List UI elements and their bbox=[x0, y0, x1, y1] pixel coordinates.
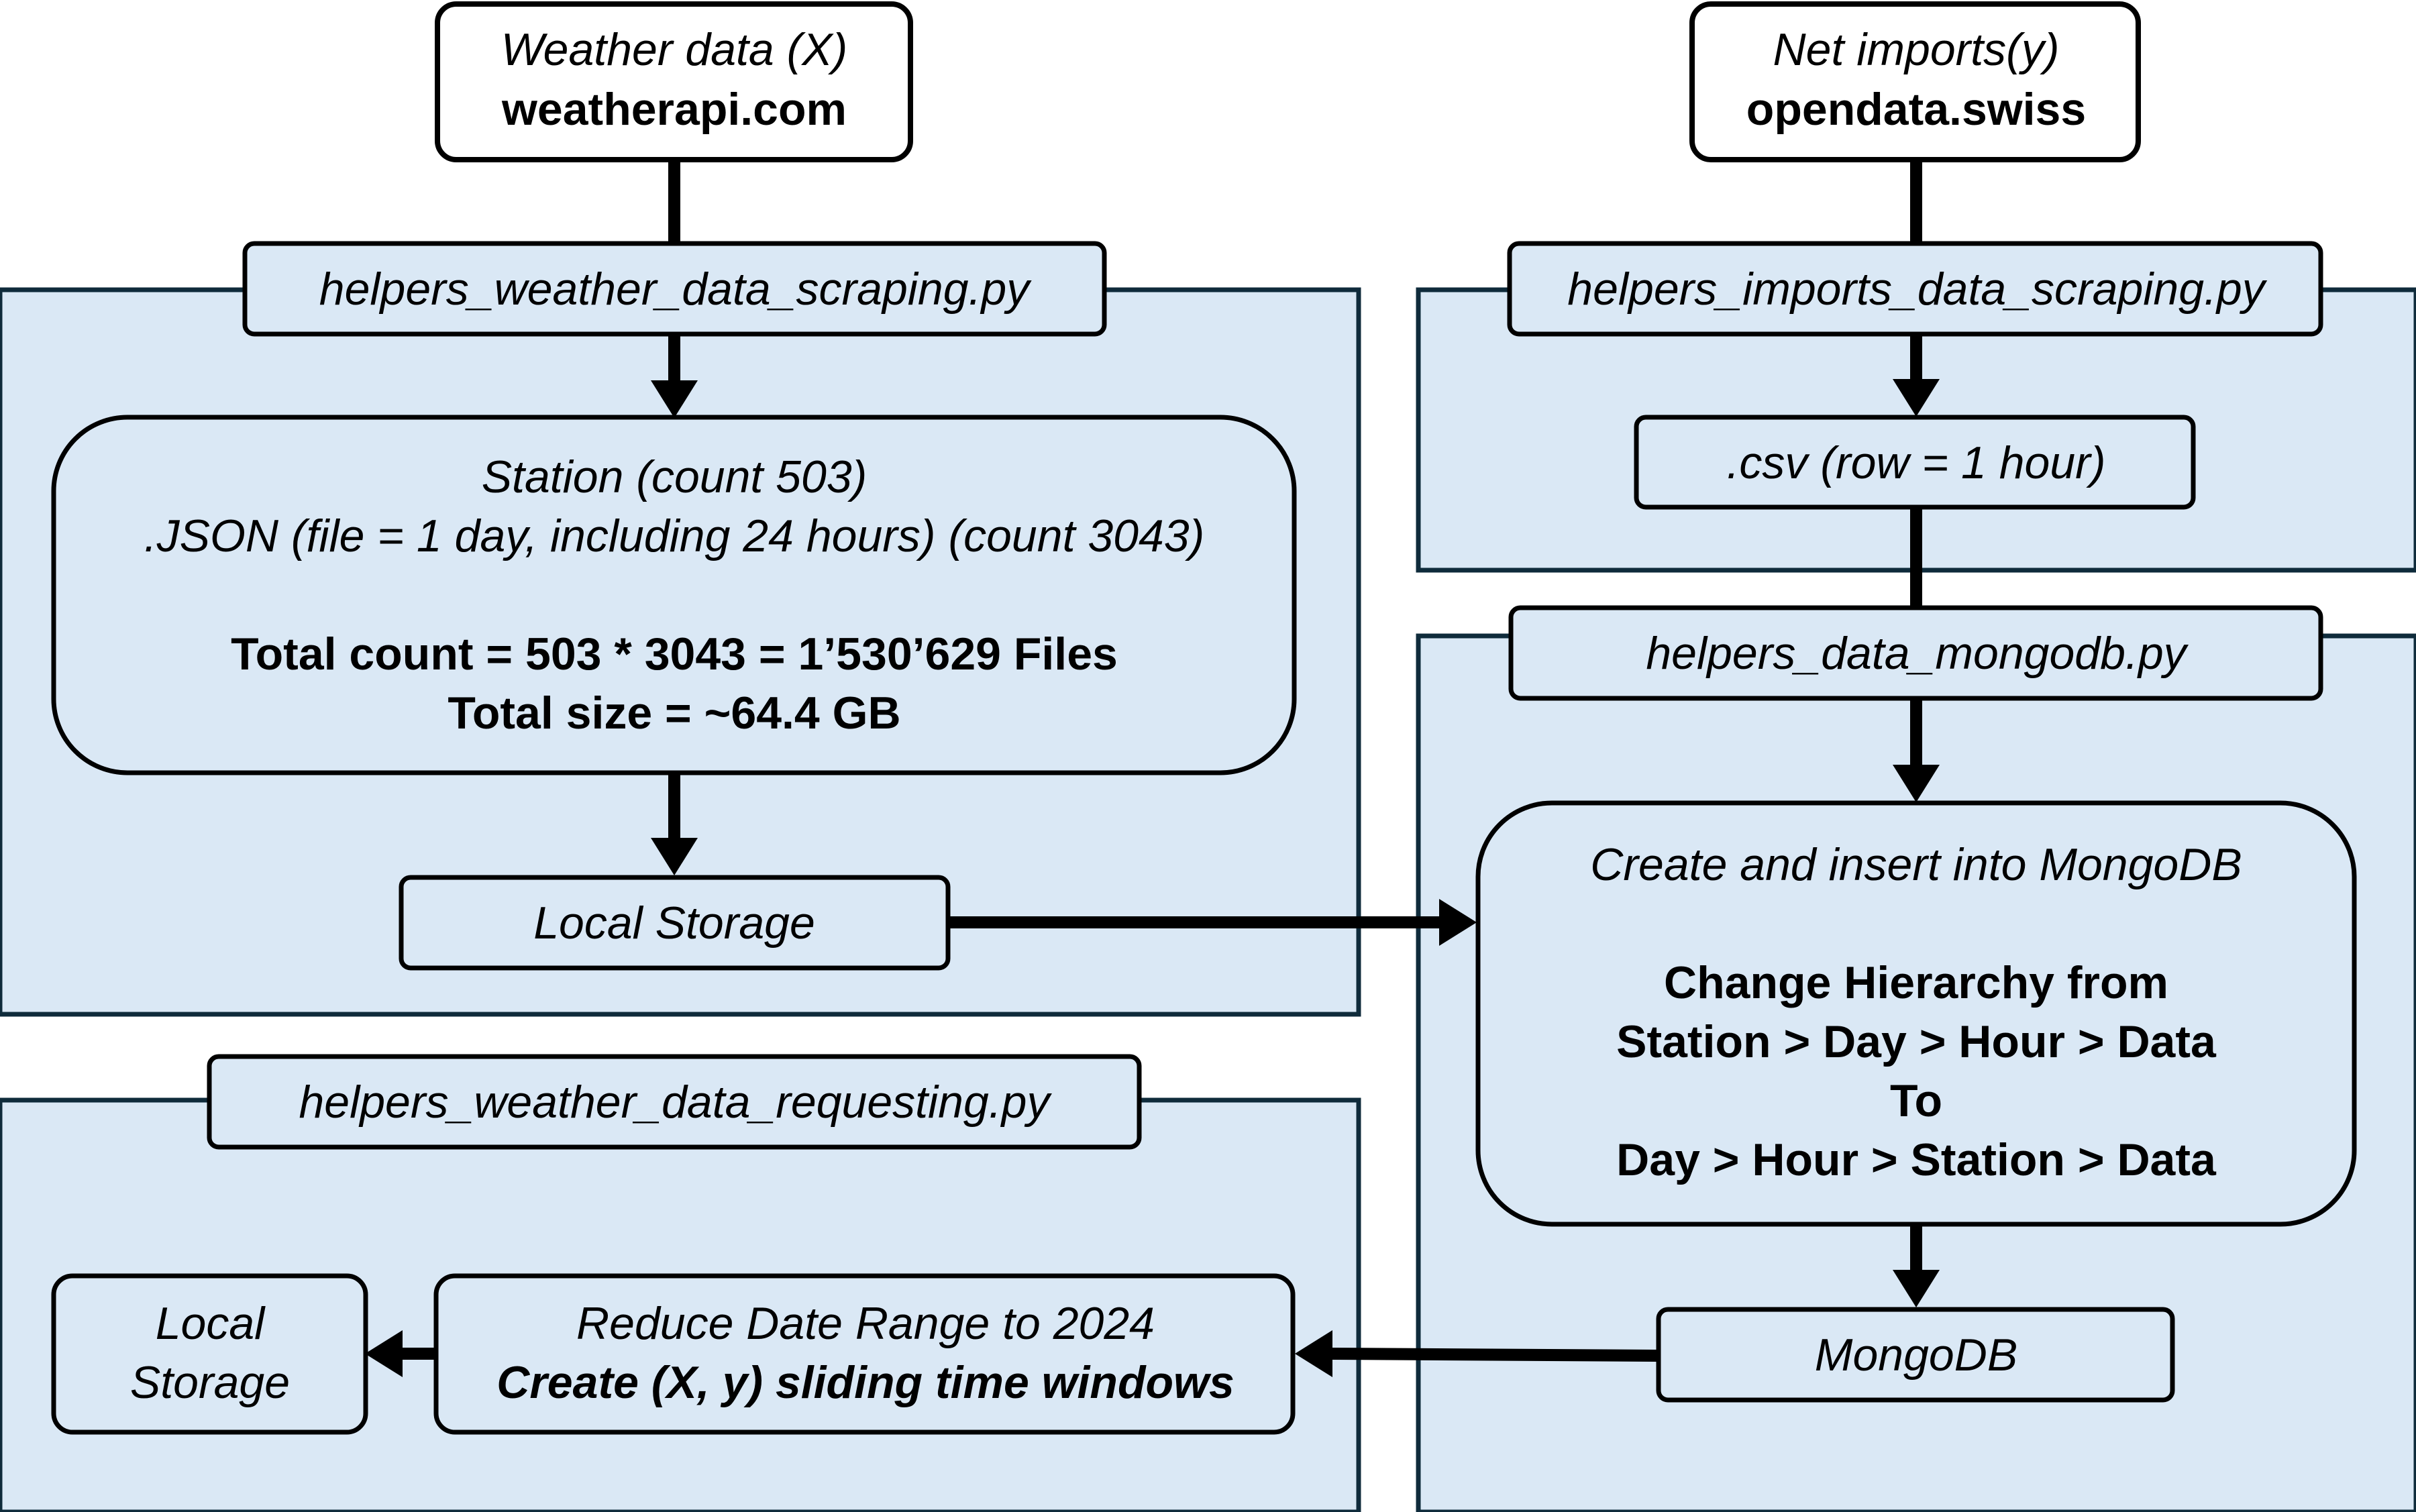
node-create-insert-title: Create and insert into MongoDB bbox=[1590, 839, 2242, 890]
node-local-storage-2-line1: Local bbox=[156, 1298, 266, 1349]
arrow-mongodb-to-reduce bbox=[1295, 1330, 1659, 1377]
node-local-storage-2: Local Storage bbox=[51, 1273, 368, 1435]
panel-title-imports-scraping: helpers_imports_data_scraping.py bbox=[1507, 241, 2323, 337]
node-mongodb-label: MongoDB bbox=[1815, 1330, 2017, 1381]
arrow-reduce-to-local-storage bbox=[365, 1330, 434, 1377]
node-station-json: .JSON (file = 1 day, including 24 hours)… bbox=[144, 510, 1205, 561]
panel-title-mongodb-label: helpers_data_mongodb.py bbox=[1646, 628, 2189, 679]
node-create-insert-change: Change Hierarchy from bbox=[1664, 957, 2168, 1008]
node-station: Station (count 503) .JSON (file = 1 day,… bbox=[51, 415, 1297, 775]
panel-title-mongodb: helpers_data_mongodb.py bbox=[1508, 605, 2323, 701]
source-weather: Weather data (X) weatherapi.com bbox=[435, 1, 913, 162]
arrow-local-storage-to-create bbox=[950, 899, 1477, 946]
arrow-create-to-mongodb bbox=[1893, 1224, 1940, 1307]
arrow-imports-scraping-to-csv bbox=[1893, 334, 1940, 417]
node-reduce: Reduce Date Range to 2024 Create (X, y) … bbox=[433, 1273, 1296, 1435]
source-imports: Net imports(y) opendata.swiss bbox=[1689, 1, 2141, 162]
arrow-scraping-to-station bbox=[651, 334, 698, 418]
node-station-total-count: Total count = 503 * 3043 = 1’530’629 Fil… bbox=[231, 629, 1118, 680]
node-local-storage-1: Local Storage bbox=[399, 875, 951, 971]
node-station-total-size: Total size = ~64.4 GB bbox=[448, 688, 900, 739]
node-station-count: Station (count 503) bbox=[482, 451, 868, 502]
source-weather-name: Weather data (X) bbox=[501, 24, 848, 75]
node-create-insert: Create and insert into MongoDB Change Hi… bbox=[1475, 800, 2357, 1227]
node-local-storage-2-line2: Storage bbox=[130, 1357, 290, 1408]
panel-title-requesting: helpers_weather_data_requesting.py bbox=[207, 1054, 1142, 1150]
panel-title-requesting-label: helpers_weather_data_requesting.py bbox=[299, 1077, 1052, 1128]
arrow-station-to-local-storage bbox=[651, 773, 698, 875]
node-create-insert-to: To bbox=[1890, 1075, 1942, 1126]
node-mongodb: MongoDB bbox=[1656, 1307, 2175, 1403]
node-csv: .csv (row = 1 hour) bbox=[1634, 415, 2196, 510]
arrow-mongodb-helper-to-create bbox=[1893, 698, 1940, 802]
panel-title-weather-scraping-label: helpers_weather_data_scraping.py bbox=[319, 264, 1032, 315]
node-local-storage-1-label: Local Storage bbox=[533, 898, 815, 949]
source-imports-site: opendata.swiss bbox=[1746, 84, 2086, 135]
node-create-insert-target: Day > Hour > Station > Data bbox=[1616, 1134, 2217, 1185]
node-csv-label: .csv (row = 1 hour) bbox=[1727, 437, 2106, 488]
node-create-insert-from: Station > Day > Hour > Data bbox=[1616, 1016, 2217, 1067]
panel-title-weather-scraping: helpers_weather_data_scraping.py bbox=[242, 241, 1107, 337]
source-imports-name: Net imports(y) bbox=[1773, 24, 2060, 75]
source-weather-site: weatherapi.com bbox=[501, 84, 847, 135]
node-reduce-range: Reduce Date Range to 2024 bbox=[576, 1298, 1155, 1349]
panel-title-imports-scraping-label: helpers_imports_data_scraping.py bbox=[1567, 264, 2267, 315]
node-reduce-windows: Create (X, y) sliding time windows bbox=[496, 1357, 1235, 1408]
